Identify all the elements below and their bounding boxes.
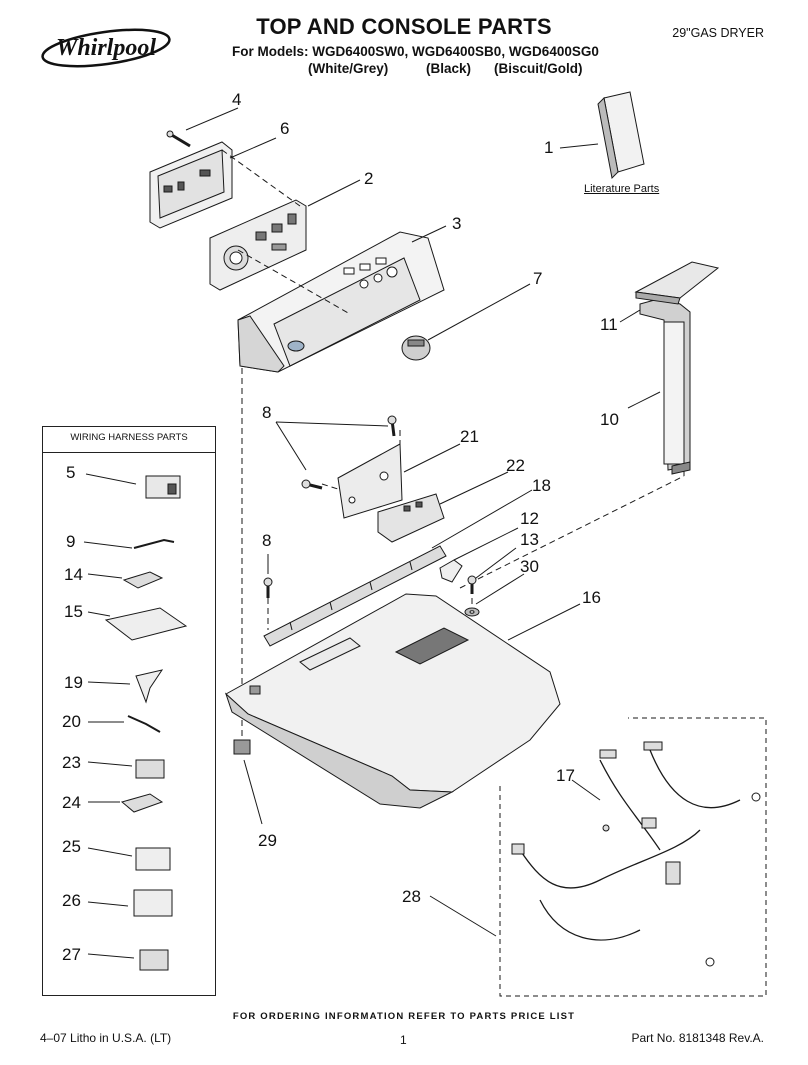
harness-callout-19: 19	[64, 673, 83, 692]
bumper	[233, 739, 251, 755]
screw-8-bottom	[263, 577, 273, 598]
hinge-strip	[263, 545, 447, 647]
terminal-block	[377, 493, 445, 543]
screw-4	[166, 130, 191, 148]
callout-13: 13	[520, 530, 539, 549]
connector-26	[133, 889, 173, 917]
lint-screen	[639, 297, 691, 475]
callout-30: 30	[520, 557, 539, 576]
terminal-20	[127, 715, 161, 733]
clip-19	[135, 669, 164, 704]
whirlpool-logo: Whirlpool	[41, 28, 171, 68]
callout-18: 18	[532, 476, 551, 495]
harness-callout-9: 9	[66, 532, 76, 551]
callout-21: 21	[460, 427, 479, 446]
harness-callout-27: 27	[62, 945, 81, 964]
logo-wordmark: Whirlpool	[56, 35, 156, 61]
callout-17: 17	[556, 766, 575, 785]
callout-4: 4	[232, 90, 242, 109]
wiring-harness-box	[42, 426, 216, 996]
harness-callout-15: 15	[64, 602, 83, 621]
variant-black: (Black)	[426, 61, 472, 76]
harness-box-divider	[42, 452, 216, 453]
harness-bracket	[337, 443, 403, 519]
page-number: 1	[400, 1033, 407, 1047]
leader-lines	[83, 107, 661, 959]
connector-15	[104, 607, 188, 641]
console-rear-bracket	[149, 141, 233, 229]
terminal-9	[133, 538, 175, 549]
part-number: Part No. 8181348 Rev.A.	[631, 1031, 764, 1045]
callout-6: 6	[280, 119, 290, 138]
ordering-note: FOR ORDERING INFORMATION REFER TO PARTS …	[232, 1011, 576, 1022]
callout-29: 29	[258, 831, 277, 850]
washer-30	[464, 607, 480, 617]
connector-24	[120, 793, 164, 813]
connector-5	[145, 475, 181, 499]
harness-callout-5: 5	[66, 463, 76, 482]
callout-12: 12	[520, 509, 539, 528]
callout-7: 7	[533, 269, 543, 288]
main-wire-harness	[499, 717, 767, 997]
callout-11: 11	[600, 315, 618, 334]
screw-8-side	[301, 479, 323, 490]
top-panel	[224, 593, 561, 809]
connector-23	[135, 759, 165, 779]
callout-10: 10	[600, 410, 619, 429]
knob	[401, 335, 431, 361]
harness-callout-24: 24	[62, 793, 81, 812]
callout-2: 2	[364, 169, 374, 188]
literature-parts-label: Literature Parts	[584, 183, 660, 195]
variant-white-grey: (White/Grey)	[308, 61, 389, 76]
wiring-harness-title: WIRING HARNESS PARTS	[70, 432, 188, 443]
callout-22: 22	[506, 456, 525, 475]
screw-13	[467, 575, 477, 594]
callout-8-top: 8	[262, 403, 272, 422]
callout-8-bottom: 8	[262, 531, 272, 550]
harness-callout-25: 25	[62, 837, 81, 856]
callout-28: 28	[402, 887, 421, 906]
connector-14	[122, 571, 164, 589]
control-board	[209, 199, 307, 291]
variant-biscuit-gold: (Biscuit/Gold)	[494, 61, 583, 76]
connector-27	[139, 949, 169, 971]
callout-16: 16	[582, 588, 601, 607]
litho-note: 4–07 Litho in U.S.A. (LT)	[40, 1031, 172, 1045]
lint-cover	[634, 261, 720, 305]
connector-25	[135, 847, 171, 871]
literature-booklet	[597, 91, 645, 180]
product-type: 29"GAS DRYER	[672, 26, 764, 40]
harness-callout-20: 20	[62, 712, 81, 731]
latch	[439, 559, 463, 583]
callout-3: 3	[452, 214, 462, 233]
page-title: TOP AND CONSOLE PARTS	[256, 14, 552, 39]
harness-callout-14: 14	[64, 565, 83, 584]
harness-callout-23: 23	[62, 753, 81, 772]
callout-1: 1	[544, 138, 554, 157]
screw-8-top	[387, 415, 397, 437]
harness-callout-26: 26	[62, 891, 81, 910]
models-line: For Models: WGD6400SW0, WGD6400SB0, WGD6…	[232, 44, 599, 59]
